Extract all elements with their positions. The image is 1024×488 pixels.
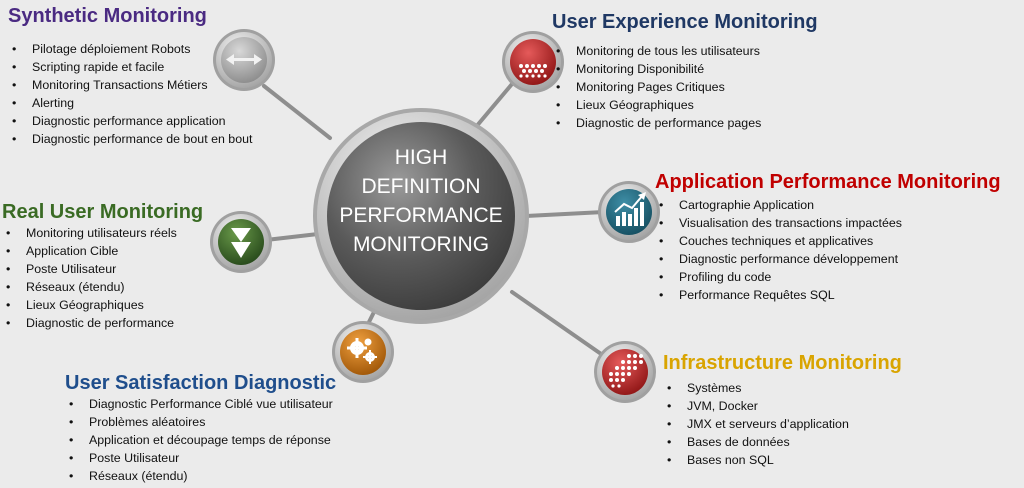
- ux-node: [502, 31, 564, 93]
- dots-diagonal-icon: [609, 354, 643, 388]
- gears-icon: [347, 338, 377, 364]
- list-item: Diagnostic performance développement: [655, 250, 1001, 268]
- list-item: Application et découpage temps de répons…: [65, 431, 336, 449]
- section-list: Pilotage déploiement RobotsScripting rap…: [8, 40, 252, 148]
- section-list: Diagnostic Performance Ciblé vue utilisa…: [65, 395, 336, 485]
- section-list: Cartographie ApplicationVisualisation de…: [655, 196, 1001, 304]
- list-item: Diagnostic performance de bout en bout: [8, 130, 252, 148]
- section-infrastructure-monitoring: Infrastructure Monitoring SystèmesJVM, D…: [663, 351, 902, 469]
- central-title-line-2: DEFINITION: [362, 175, 481, 198]
- list-item: Monitoring utilisateurs réels: [2, 224, 203, 242]
- connector-rum: [264, 232, 320, 242]
- list-item: Pilotage déploiement Robots: [8, 40, 252, 58]
- section-title: Real User Monitoring: [2, 201, 204, 223]
- connectors: [262, 82, 606, 358]
- section-title: Application Performance Monitoring: [655, 171, 1001, 193]
- infra-node: [594, 341, 656, 403]
- central-title-line-1: HIGH: [395, 146, 448, 169]
- apm-node: [598, 181, 660, 243]
- list-item: Réseaux (étendu): [65, 467, 336, 485]
- list-item: Couches techniques et applicatives: [655, 232, 1001, 250]
- list-item: Diagnostic de performance: [2, 314, 203, 332]
- central-node: HIGH DEFINITION PERFORMANCE MONITORING: [313, 108, 529, 324]
- usd-node: [332, 321, 394, 383]
- section-title: User Satisfaction Diagnostic: [65, 372, 337, 394]
- list-item: Alerting: [8, 94, 252, 112]
- list-item: Profiling du code: [655, 268, 1001, 286]
- central-title-line-3: PERFORMANCE: [339, 204, 502, 227]
- section-real-user-monitoring: Real User Monitoring Monitoring utilisat…: [2, 200, 203, 332]
- list-item: Poste Utilisateur: [2, 260, 203, 278]
- list-item: Visualisation des transactions impactées: [655, 214, 1001, 232]
- connector-infra: [510, 290, 606, 358]
- list-item: Diagnostic performance application: [8, 112, 252, 130]
- dots-grid-icon: [519, 64, 547, 78]
- list-item: Application Cible: [2, 242, 203, 260]
- section-user-satisfaction-diagnostic: User Satisfaction Diagnostic Diagnostic …: [65, 371, 336, 485]
- section-synthetic-monitoring: Synthetic Monitoring Pilotage déploiemen…: [8, 4, 252, 148]
- list-item: Scripting rapide et facile: [8, 58, 252, 76]
- list-item: Monitoring Transactions Métiers: [8, 76, 252, 94]
- list-item: Lieux Géographiques: [552, 96, 818, 114]
- list-item: Bases de données: [663, 433, 902, 451]
- connector-apm: [524, 210, 606, 218]
- section-list: Monitoring utilisateurs réelsApplication…: [2, 224, 203, 332]
- list-item: Performance Requêtes SQL: [655, 286, 1001, 304]
- list-item: Monitoring Disponibilité: [552, 60, 818, 78]
- list-item: Lieux Géographiques: [2, 296, 203, 314]
- list-item: JMX et serveurs d’application: [663, 415, 902, 433]
- section-list: Monitoring de tous les utilisateursMonit…: [552, 42, 818, 132]
- section-title: User Experience Monitoring: [552, 11, 818, 33]
- list-item: Systèmes: [663, 379, 902, 397]
- list-item: Monitoring de tous les utilisateurs: [552, 42, 818, 60]
- section-application-performance-monitoring: Application Performance Monitoring Carto…: [655, 170, 1001, 304]
- list-item: Bases non SQL: [663, 451, 902, 469]
- list-item: Diagnostic de performance pages: [552, 114, 818, 132]
- section-list: SystèmesJVM, DockerJMX et serveurs d’app…: [663, 379, 902, 469]
- list-item: Poste Utilisateur: [65, 449, 336, 467]
- bar-chart-icon: [614, 192, 646, 226]
- connector-synthetic: [262, 84, 332, 140]
- down-arrow-icon: [231, 228, 251, 258]
- list-item: Réseaux (étendu): [2, 278, 203, 296]
- list-item: Problèmes aléatoires: [65, 413, 336, 431]
- list-item: Diagnostic Performance Ciblé vue utilisa…: [65, 395, 336, 413]
- section-title: Synthetic Monitoring: [8, 5, 207, 27]
- rum-node: [210, 211, 272, 273]
- central-title-line-4: MONITORING: [353, 233, 489, 256]
- section-title: Infrastructure Monitoring: [663, 352, 902, 374]
- list-item: Monitoring Pages Critiques: [552, 78, 818, 96]
- list-item: Cartographie Application: [655, 196, 1001, 214]
- section-user-experience-monitoring: User Experience Monitoring Monitoring de…: [552, 10, 818, 132]
- list-item: JVM, Docker: [663, 397, 902, 415]
